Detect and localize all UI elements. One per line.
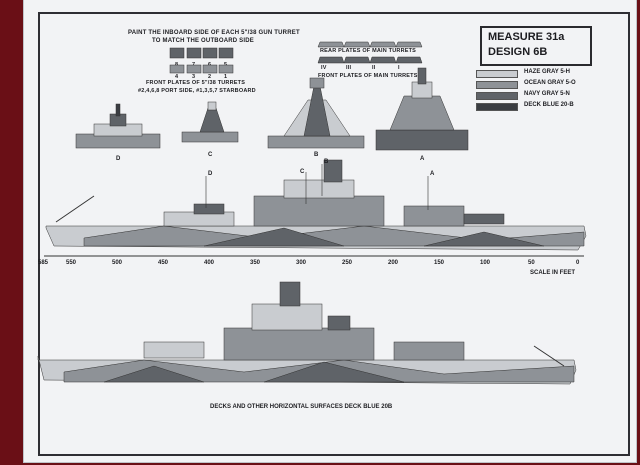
measure-title-box: MEASURE 31a DESIGN 6B [480,26,592,66]
scale-tick-label: 450 [158,260,169,266]
turret-caption-line1: FRONT PLATES OF 5"/38 TURRETS [146,80,246,86]
scale-tick-label: 100 [480,260,491,266]
turret-number: 1 [224,74,228,80]
section-label: A [420,156,425,162]
turret-caption-line2: #2,4,6,8 PORT SIDE, #1,3,5,7 STARBOARD [138,88,256,94]
color-legend: HAZE GRAY 5-H OCEAN GRAY 5-O NAVY GRAY 5… [476,68,616,112]
section-callouts [205,164,429,210]
cross-section-a [375,67,469,151]
scale-tick-label: 550 [66,260,77,266]
cross-section-b [267,77,365,149]
scale-tick-label: 350 [250,260,261,266]
scale-tick-label: 500 [112,260,123,266]
scale-tick-label: 150 [434,260,445,266]
turret-instruction-line2: TO MATCH THE OUTBOARD SIDE [152,38,254,44]
scale-tick-label: 400 [204,260,215,266]
port-profile [37,281,577,385]
scale-tick-label: 50 [528,260,535,266]
scale-label: SCALE IN FEET [530,270,575,276]
5in-turret-plates [169,47,234,74]
section-label: D [116,156,121,162]
legend-swatch [476,103,518,111]
legend-row: OCEAN GRAY 5-O [476,79,616,90]
ship-drawings: D C B A D C B A 585 550 [37,41,587,410]
legend-row: NAVY GRAY 5-N [476,90,616,101]
legend-row: DECK BLUE 20-B [476,101,616,112]
legend-label: DECK BLUE 20-B [524,102,574,108]
scale-tick-label: 585 [38,260,49,266]
legend-label: NAVY GRAY 5-N [524,91,570,97]
measure-title: MEASURE 31a [488,31,565,43]
starboard-profile [45,159,587,251]
deck-note: DECKS AND OTHER HORIZONTAL SURFACES DECK… [210,404,393,410]
callout-label: D [208,171,213,177]
main-turret-number: I [398,65,400,71]
main-turret-rear-caption: REAR PLATES OF MAIN TURRETS [320,48,417,54]
legend-label: OCEAN GRAY 5-O [524,80,576,86]
instruction-sheet: PAINT THE INBOARD SIDE OF EACH 5"/38 GUN… [24,0,636,462]
callout-label: B [324,159,329,165]
turret-number: 3 [192,74,196,80]
turret-number: 2 [208,74,212,80]
section-label: C [208,152,213,158]
sheet-border [38,12,630,456]
legend-swatch [476,81,518,89]
main-turret-number: III [346,65,352,71]
cross-section-d [75,103,161,149]
scale-tick-label: 300 [296,260,307,266]
legend-row: HAZE GRAY 5-H [476,68,616,79]
callout-label: A [430,171,435,177]
legend-label: HAZE GRAY 5-H [524,69,571,75]
main-turret-plates [317,41,423,64]
scale-ticks: 585 550 500 450 400 350 300 250 200 150 … [38,260,580,266]
main-turret-number: IV [321,65,327,71]
section-label: B [314,152,319,158]
scale-tick-label: 200 [388,260,399,266]
legend-swatch [476,70,518,78]
cross-section-c [181,101,239,143]
scale-tick-label: 0 [576,260,580,266]
callout-label: C [300,169,305,175]
turret-number: 4 [175,74,179,80]
turret-instruction-line1: PAINT THE INBOARD SIDE OF EACH 5"/38 GUN… [128,30,300,36]
main-turret-number: II [372,65,376,71]
legend-swatch [476,92,518,100]
main-turret-front-caption: FRONT PLATES OF MAIN TURRETS [318,73,418,79]
measure-design: DESIGN 6B [488,46,548,58]
scale-tick-label: 250 [342,260,353,266]
